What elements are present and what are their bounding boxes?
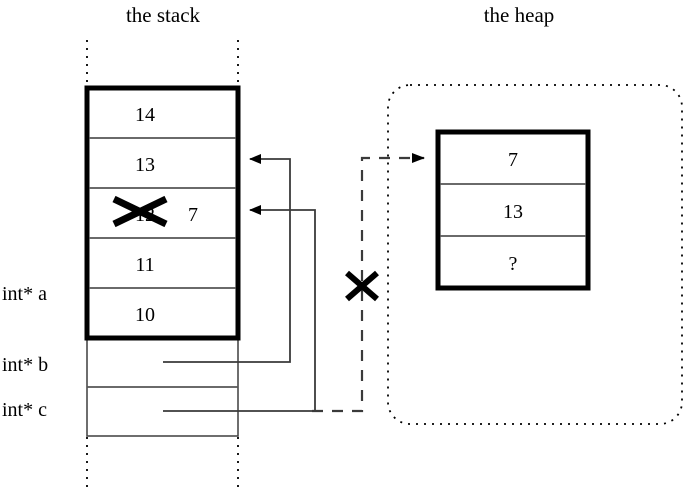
pointer-c-to-heap — [312, 153, 425, 413]
stack-group: 14 13 12 11 10 7 int* a int* b int* c — [2, 40, 241, 487]
variable-label-b: int* b — [2, 354, 48, 376]
broken-pointer-x-icon — [345, 270, 379, 302]
stack-cell-value-0: 14 — [135, 104, 155, 126]
struck-value-x-icon — [112, 195, 168, 228]
stack-cell-replacement-2: 7 — [188, 204, 198, 226]
heap-cell-value-0: 7 — [508, 149, 518, 171]
stack-cell-value-1: 13 — [135, 154, 155, 176]
variable-label-a: int* a — [2, 283, 47, 305]
heap-cell-value-1: 13 — [503, 201, 523, 223]
heap-title: the heap — [484, 3, 555, 27]
variable-label-c: int* c — [2, 399, 47, 421]
heap-block-frame — [435, 129, 591, 291]
pointer-b-to-stack-cell — [163, 154, 291, 363]
pointer-links — [163, 153, 425, 413]
heap-cell-value-2: ? — [509, 253, 518, 275]
stack-cell-value-3: 11 — [135, 254, 154, 276]
stack-title: the stack — [126, 3, 201, 27]
stack-cell-value-4: 10 — [135, 304, 155, 326]
pointer-a-to-stack-cell — [163, 205, 316, 412]
heap-group: 7 13 ? — [387, 84, 683, 425]
stack-array-frame — [84, 85, 241, 341]
